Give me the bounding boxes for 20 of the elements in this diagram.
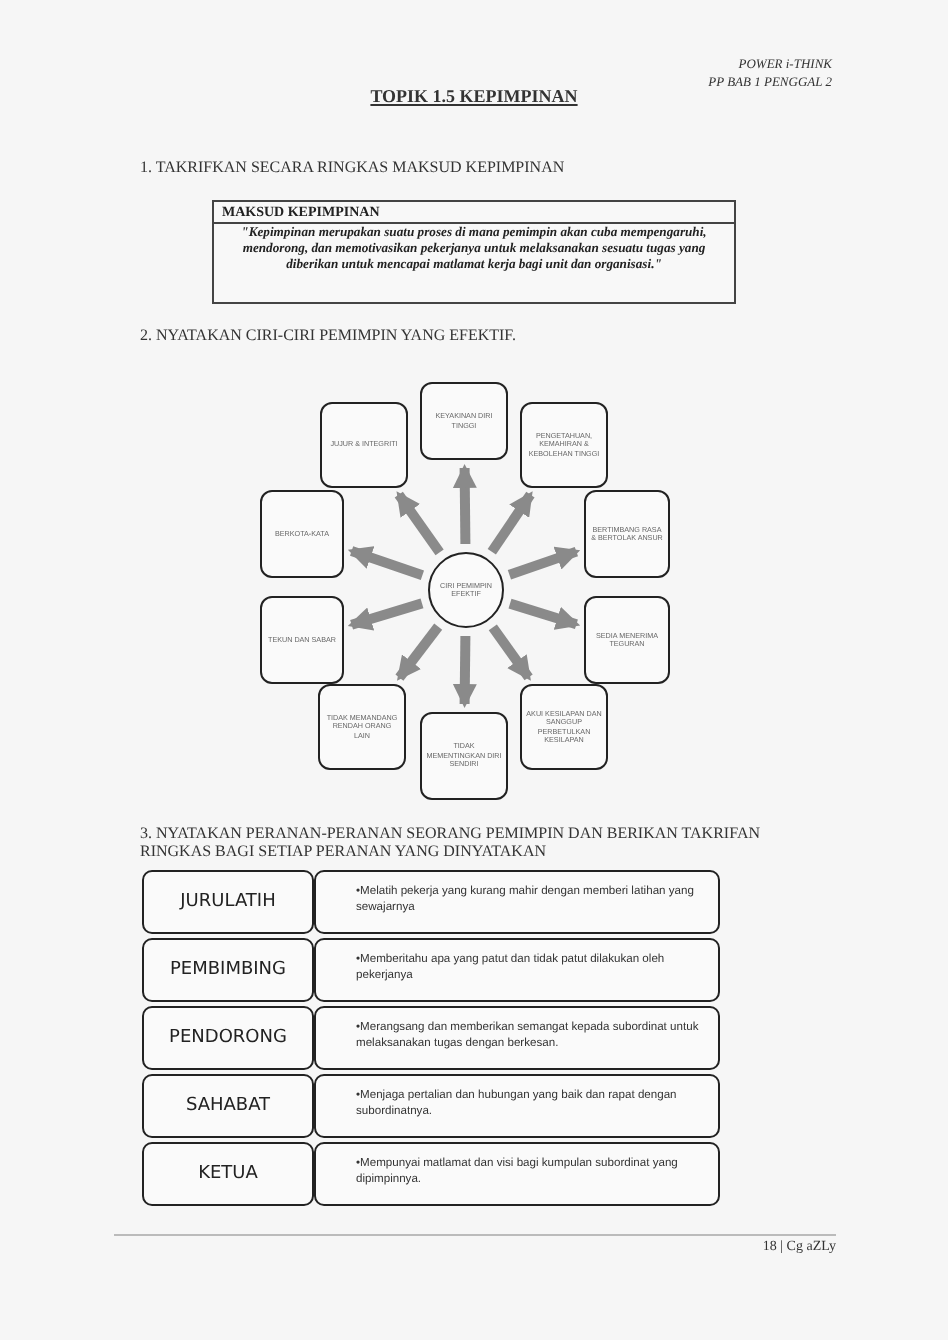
role-box: JURULATIH [142,870,314,934]
arrow [452,464,477,545]
question-text: 2. NYATAKAN CIRI-CIRI PEMIMPIN YANG EFEKTIF. [140,328,518,346]
arrow [487,491,535,555]
definition-box [212,200,736,304]
question-text: 1. TAKRIFKAN SECARA RINGKAS MAKSUD KEPIMPINAN [140,160,567,178]
role-box: SAHABAT [142,1074,314,1138]
arrow [507,546,581,580]
arrow [508,598,581,630]
arrow [452,635,477,708]
role-box: PEMBIMBING [142,938,314,1002]
page-title: TOPIK 1.5 KEPIMPINAN [368,86,580,106]
arrow [347,546,425,580]
role-box: KETUA [142,1142,314,1206]
arrow [488,624,533,681]
arrow [394,491,444,556]
role-box: PENDORONG [142,1006,314,1070]
question-text: 3. NYATAKAN PERANAN-PERANAN SEORANG PEMIMPIN DAN BERIKAN TAKRIFAN RINGKAS BAGI SETIAP PERANAN YANG DINYATAKAN [140,826,762,862]
arrow [347,598,424,631]
arrow [395,623,443,681]
